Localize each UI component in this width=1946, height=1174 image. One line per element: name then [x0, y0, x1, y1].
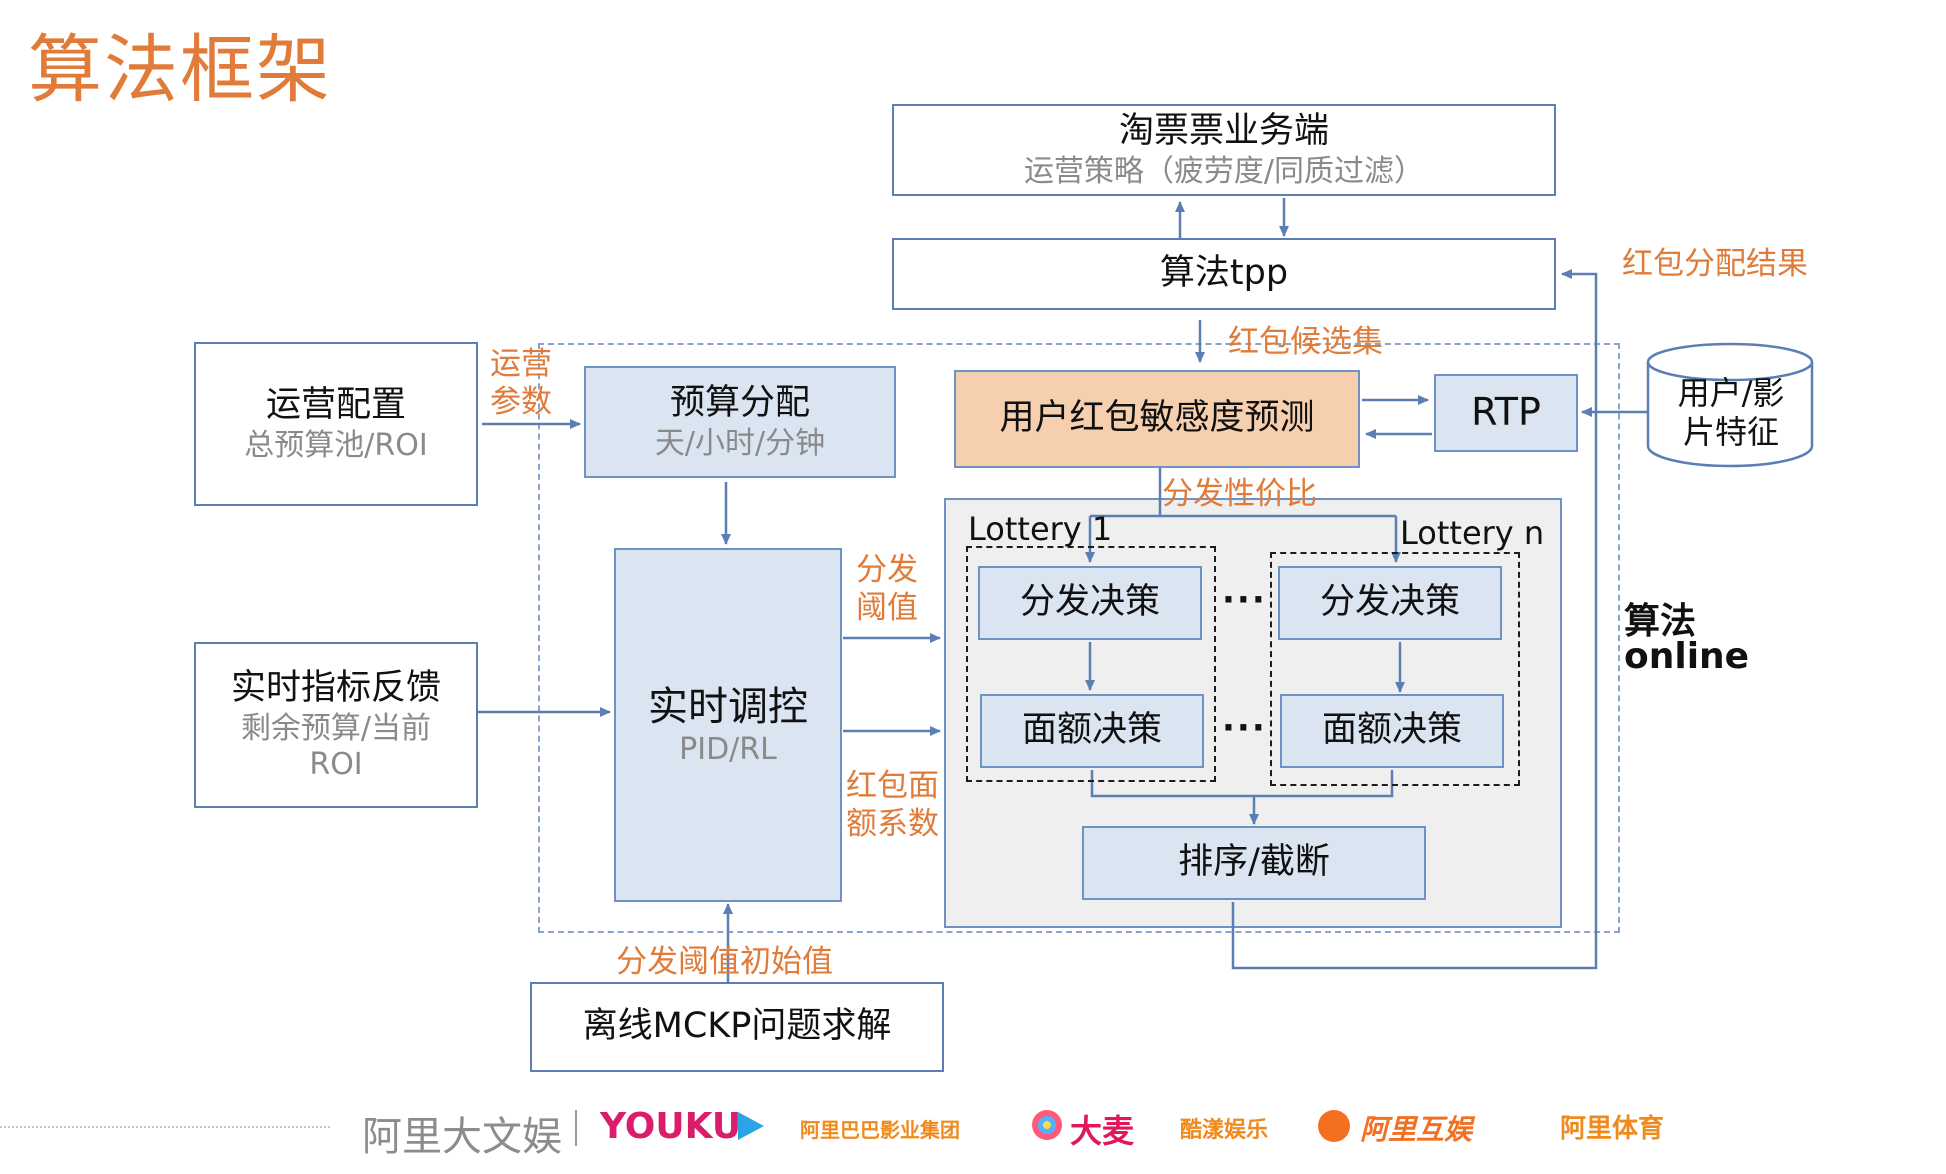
- sort-truncate-title: 排序/截断: [1178, 842, 1330, 883]
- rtp-title: RTP: [1471, 390, 1541, 435]
- coefficient-label-1: 红包面: [846, 768, 939, 804]
- lottery-n-group: [1270, 552, 1520, 786]
- footer-logo-alisports: 阿里体育: [1560, 1114, 1665, 1144]
- footer-logo-damai: 大麦: [1070, 1112, 1135, 1150]
- footer-logo-kuyang: 酷漾娱乐: [1180, 1118, 1269, 1143]
- distribution-decision-n-title: 分发决策: [1319, 582, 1460, 623]
- lottery-1-label: Lottery 1: [968, 510, 1113, 548]
- sensitivity-title: 用户红包敏感度预测: [999, 398, 1315, 439]
- footer-logo-alibaba-pictures: 阿里巴巴影业集团: [800, 1118, 960, 1142]
- youku-play-icon: [738, 1112, 764, 1140]
- tpp-title: 算法tpp: [1159, 253, 1289, 294]
- threshold-label-2: 阈值: [856, 590, 918, 626]
- operation-config-title: 运营配置: [265, 385, 406, 426]
- rtp-box: RTP: [1434, 374, 1578, 452]
- budget-allocation-box: 预算分配 天/小时/分钟: [584, 366, 896, 478]
- realtime-feedback-subtitle: 剩余预算/当前ROI: [240, 710, 432, 782]
- page-title: 算法框架: [28, 27, 332, 113]
- coefficient-label-2: 额系数: [846, 806, 939, 842]
- damai-flower-icon: [1032, 1110, 1062, 1140]
- ellipsis-bottom: ···: [1222, 708, 1267, 748]
- distribution-decision-1-box: 分发决策: [978, 566, 1202, 640]
- sort-truncate-box: 排序/截断: [1082, 826, 1426, 900]
- user-feature-database-icon: [1646, 342, 1814, 468]
- alibaba-games-icon: [1318, 1110, 1350, 1142]
- online-label-2: online: [1624, 636, 1750, 677]
- amount-decision-n-title: 面额决策: [1321, 710, 1462, 751]
- taopiao-title: 淘票票业务端: [1118, 111, 1329, 152]
- hongbao-result-label: 红包分配结果: [1622, 246, 1808, 282]
- amount-decision-1-title: 面额决策: [1021, 710, 1162, 751]
- distribution-decision-n-box: 分发决策: [1278, 566, 1502, 640]
- operation-config-box: 运营配置 总预算池/ROI: [194, 342, 478, 506]
- cost-effectiveness-label: 分发性价比: [1162, 476, 1317, 512]
- operation-params-label-2: 参数: [490, 384, 552, 420]
- lottery-n-label: Lottery n: [1400, 514, 1545, 552]
- amount-decision-1-box: 面额决策: [980, 694, 1204, 768]
- online-dashed-frame: [538, 343, 1620, 933]
- algorithm-tpp-box: 算法tpp: [892, 238, 1556, 310]
- budget-allocation-title: 预算分配: [669, 383, 810, 424]
- taopiao-business-box: 淘票票业务端 运营策略（疲劳度/同质过滤）: [892, 104, 1556, 196]
- sensitivity-prediction-box: 用户红包敏感度预测: [954, 370, 1360, 468]
- offline-mckp-title: 离线MCKP问题求解: [582, 1006, 892, 1047]
- realtime-control-title: 实时调控: [648, 684, 808, 730]
- ellipsis-top: ···: [1222, 580, 1267, 620]
- realtime-control-subtitle: PID/RL: [679, 732, 777, 767]
- realtime-feedback-box: 实时指标反馈 剩余预算/当前ROI: [194, 642, 478, 808]
- offline-mckp-box: 离线MCKP问题求解: [530, 982, 944, 1072]
- footer-logo-alibaba-games: 阿里互娱: [1360, 1113, 1473, 1146]
- footer-logo-youku: YOUKU: [600, 1106, 742, 1147]
- initial-threshold-label: 分发阈值初始值: [616, 944, 833, 980]
- realtime-feedback-title: 实时指标反馈: [230, 668, 441, 709]
- threshold-label-1: 分发: [856, 552, 918, 588]
- user-feature-label: 用户/影片特征: [1677, 374, 1785, 452]
- candidate-set-label: 红包候选集: [1228, 324, 1383, 360]
- taopiao-subtitle: 运营策略（疲劳度/同质过滤）: [1023, 153, 1425, 189]
- footer-brand: 阿里大文娱: [362, 1114, 562, 1160]
- footer-separator: [575, 1110, 577, 1146]
- realtime-control-box: 实时调控 PID/RL: [614, 548, 842, 902]
- budget-allocation-subtitle: 天/小时/分钟: [654, 425, 826, 461]
- amount-decision-n-box: 面额决策: [1280, 694, 1504, 768]
- operation-config-subtitle: 总预算池/ROI: [244, 427, 428, 463]
- online-label-1: 算法: [1624, 601, 1697, 642]
- footer-divider: [0, 1126, 330, 1128]
- operation-params-label-1: 运营: [490, 346, 552, 382]
- distribution-decision-1-title: 分发决策: [1019, 582, 1160, 623]
- lottery-1-group: [966, 546, 1216, 782]
